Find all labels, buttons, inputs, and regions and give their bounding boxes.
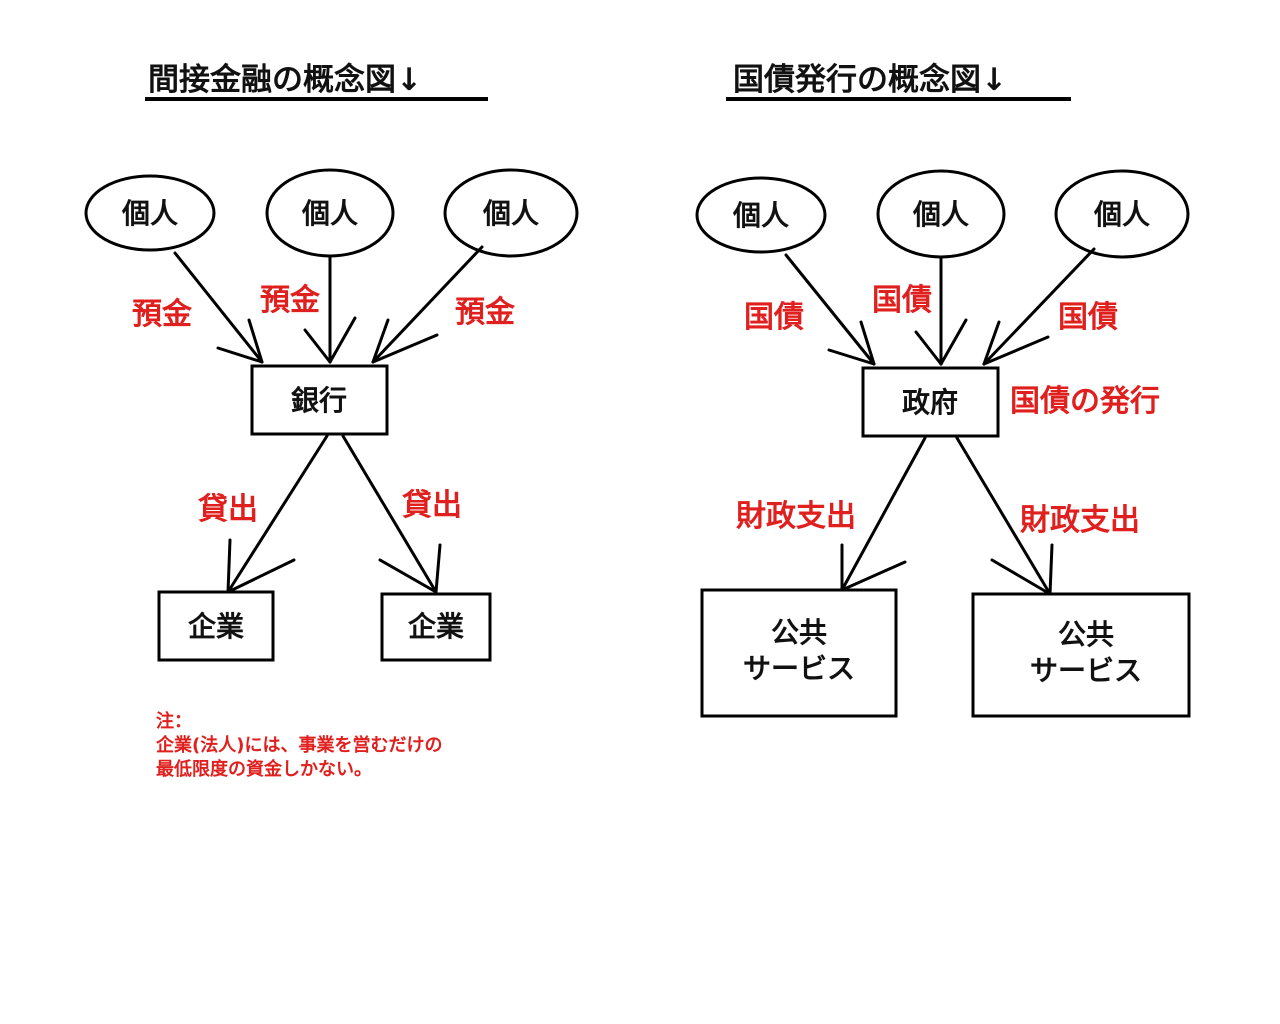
right-bond-label-2: 国債 [872, 283, 932, 318]
left-individual-1: 個人 [84, 174, 216, 252]
public-service-box-2: 公共 サービス [971, 592, 1191, 718]
left-loan-label-1: 貸出 [198, 492, 258, 527]
right-spending-arrow-2 [955, 436, 1054, 596]
left-individual-2: 個人 [265, 168, 395, 258]
left-deposit-label-2: 預金 [260, 283, 321, 318]
left-company-2-label: 企業 [408, 610, 464, 643]
right-bond-label-3: 国債 [1058, 300, 1118, 335]
right-spending-label-2: 財政支出 [1020, 503, 1140, 538]
right-individual-2-label: 個人 [912, 198, 969, 231]
left-individual-1-label: 個人 [121, 197, 178, 230]
left-individual-2-label: 個人 [301, 197, 358, 230]
right-individual-1-label: 個人 [732, 199, 789, 232]
left-deposit-arrow-1 [173, 251, 264, 364]
left-deposit-label-1: 預金 [132, 297, 193, 332]
left-company-1-label: 企業 [188, 610, 244, 643]
public-service-box-1: 公共 サービス [700, 588, 898, 718]
right-bond-label-1: 国債 [744, 300, 804, 335]
left-title: 間接金融の概念図↓ [148, 62, 422, 98]
left-loan-arrow-2 [341, 434, 442, 594]
bank-box: 銀行 [250, 364, 389, 436]
left-individual-3-label: 個人 [482, 197, 539, 230]
right-spending-label-1: 財政支出 [736, 499, 856, 534]
public-service-2-line-2: サービス [1030, 654, 1142, 687]
left-company-2: 企業 [380, 592, 492, 662]
bank-label: 銀行 [291, 384, 347, 417]
public-service-2-line-1: 公共 [1058, 618, 1114, 651]
note-line-1: 企業(法人)には、事業を営むだけの [155, 734, 442, 756]
left-deposit-arrow-3 [371, 245, 484, 364]
left-individual-3: 個人 [443, 168, 579, 258]
left-loan-arrow-1 [226, 434, 329, 594]
right-individual-3-label: 個人 [1093, 198, 1150, 231]
public-service-1-line-1: 公共 [771, 616, 827, 649]
government-label: 政府 [902, 386, 958, 419]
note-heading: 注： [156, 710, 192, 732]
right-individual-3: 個人 [1054, 169, 1190, 259]
right-bond-arrow-2 [914, 256, 968, 366]
left-deposit-arrow-2 [303, 254, 357, 364]
left-deposit-label-3: 預金 [455, 295, 516, 330]
public-service-1-line-2: サービス [743, 652, 855, 685]
government-box: 政府 [861, 366, 1000, 438]
left-loan-label-2: 貸出 [402, 488, 462, 523]
left-company-1: 企業 [157, 590, 275, 662]
bond-issuance-label: 国債の発行 [1010, 384, 1160, 419]
right-spending-arrow-1 [840, 436, 927, 592]
note-line-2: 最低限度の資金しかない。 [156, 758, 372, 780]
right-bond-arrow-1 [784, 253, 876, 366]
right-title: 国債発行の概念図↓ [733, 62, 1007, 98]
right-bond-arrow-3 [982, 247, 1096, 366]
right-individual-2: 個人 [876, 169, 1006, 259]
right-individual-1: 個人 [695, 176, 827, 254]
